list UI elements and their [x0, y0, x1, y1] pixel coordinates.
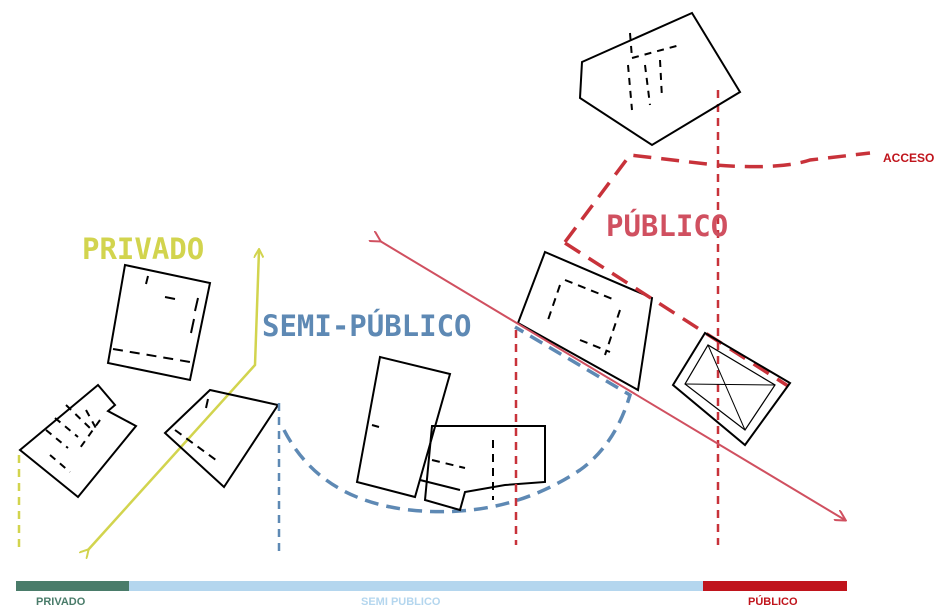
building-privado-3: [163, 388, 280, 489]
privado-zone: PRIVADO: [17, 232, 280, 553]
legend-segment-semi-publico: [129, 581, 703, 591]
building-privado-2: [18, 383, 138, 499]
legend-bar: PRIVADO SEMI PUBLICO PÚBLICO: [16, 581, 847, 608]
building-privado-1: [106, 263, 212, 382]
legend-segment-publico: [703, 581, 847, 591]
publico-edge: [564, 241, 789, 388]
building-publico-top: [578, 11, 742, 147]
legend-label-semi-publico: SEMI PUBLICO: [361, 596, 441, 608]
privado-flow-arrow: [88, 250, 259, 550]
building-semi-3: [516, 250, 654, 392]
legend-segment-privado: [16, 581, 129, 591]
legend-label-privado: PRIVADO: [36, 596, 86, 608]
semi-publico-zone: SEMI-PÚBLICO: [262, 250, 654, 553]
acceso-label: ACCESO: [883, 151, 934, 165]
semi-publico-title: SEMI-PÚBLICO: [262, 309, 472, 343]
publico-zone: PÚBLICO ACCESO: [380, 11, 934, 545]
privado-title: PRIVADO: [82, 232, 204, 266]
publico-title: PÚBLICO: [606, 209, 728, 243]
publico-flow-arrow: [380, 241, 845, 520]
legend-label-publico: PÚBLICO: [748, 595, 798, 608]
semi-publico-dashed-arc: [282, 325, 633, 514]
access-path: [563, 151, 871, 244]
building-publico-pyramid: [671, 331, 792, 447]
